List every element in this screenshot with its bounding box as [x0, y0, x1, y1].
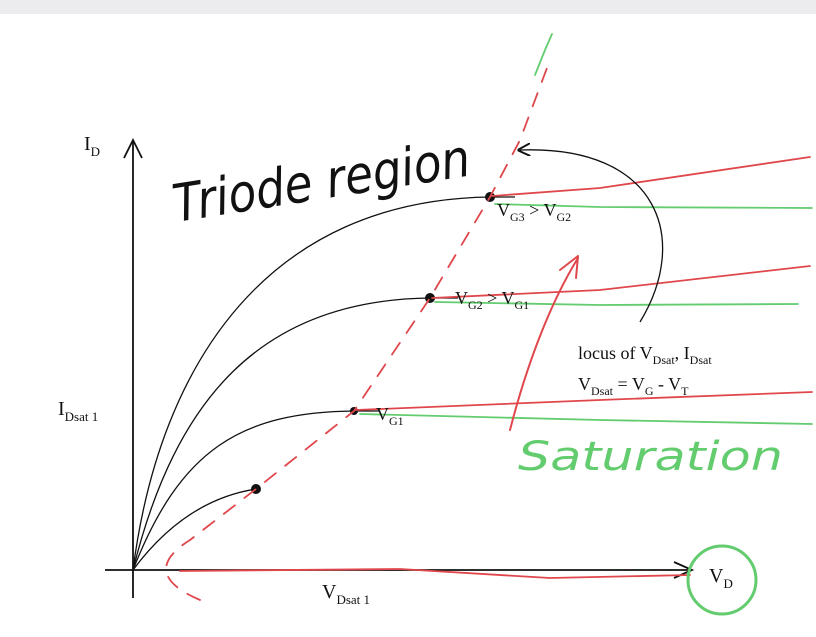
sat-red-vg1 [355, 391, 813, 411]
curve-small [132, 488, 257, 571]
locus-label-line1: locus of VDsat, IDsat [578, 343, 712, 367]
locus-dashed [165, 59, 551, 601]
sat-green-vg3 [494, 203, 813, 209]
curve-vg2 [132, 297, 431, 571]
green-tick-top [534, 33, 553, 76]
red-arrow-shaft [509, 257, 579, 431]
locus-label-line2: VDsat = VG - VT [578, 374, 689, 398]
vd-circle [686, 544, 758, 616]
sat-red-vg3 [491, 156, 811, 197]
label-vg2-gt-vg1: VG2 > VG1 [455, 288, 529, 312]
red-arrow-head [559, 255, 579, 279]
sat-red-vg2 [431, 265, 811, 299]
sat-green-vg2 [434, 301, 799, 306]
curve-vg3 [132, 196, 491, 571]
x-axis-label: VD [709, 565, 733, 591]
triode-region-label: Triode region [169, 129, 475, 235]
saturation-label: Saturation [518, 434, 783, 480]
label-vg1: VG1 [376, 404, 404, 428]
sat-red-xaxis [179, 568, 691, 579]
sat-green-vg1 [359, 413, 813, 425]
black-curved-arrow [520, 150, 664, 323]
label-vg3-gt-vg2: VG3 > VG2 [497, 200, 571, 224]
y-tick-idsat1: IDsat 1 [58, 398, 98, 424]
top-bar [0, 0, 816, 14]
y-axis-label: ID [84, 133, 100, 159]
y-axis-arrowhead [123, 137, 143, 159]
curve-vg1 [132, 410, 356, 571]
x-tick-vdsat1: VDsat 1 [322, 581, 370, 607]
